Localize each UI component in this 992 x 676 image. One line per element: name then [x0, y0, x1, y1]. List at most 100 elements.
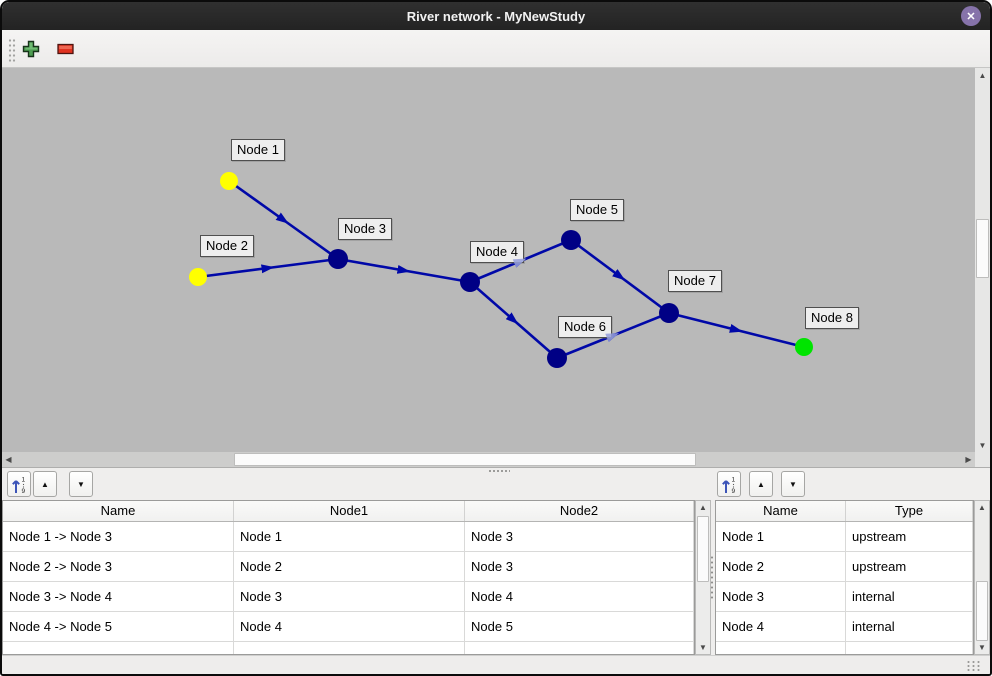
svg-text:9: 9: [732, 488, 736, 494]
table-cell[interactable]: Node 5: [465, 612, 694, 642]
node-label[interactable]: Node 4: [470, 241, 524, 263]
canvas-horizontal-scrollbar[interactable]: ◀ ▶: [2, 452, 975, 467]
table-cell[interactable]: internal: [846, 582, 973, 612]
add-link-button[interactable]: [18, 36, 44, 62]
table-cell[interactable]: Node 2 -> Node 3: [3, 552, 234, 582]
links-sort-button[interactable]: 1 9: [7, 471, 31, 497]
sort-ascending-icon: 1 9: [722, 476, 736, 494]
table-cell[interactable]: Node 3: [465, 522, 694, 552]
scroll-up-arrow-icon[interactable]: ▲: [975, 68, 990, 82]
network-node[interactable]: [328, 249, 348, 269]
remove-link-button[interactable]: [52, 36, 78, 62]
column-header-name[interactable]: Name: [3, 501, 234, 521]
links-scrollbar-thumb[interactable]: [697, 516, 709, 582]
vertical-scrollbar-thumb[interactable]: [976, 219, 989, 278]
nodes-sort-button[interactable]: 1 9: [717, 471, 741, 497]
scroll-down-arrow-icon[interactable]: ▼: [696, 641, 710, 654]
scroll-up-arrow-icon[interactable]: ▲: [696, 501, 710, 514]
table-cell[interactable]: Node 1: [234, 522, 465, 552]
plus-icon: [22, 40, 40, 58]
down-arrow-icon: ▼: [77, 479, 85, 489]
table-cell: [846, 642, 973, 654]
close-button[interactable]: ✕: [961, 6, 981, 26]
node-label[interactable]: Node 1: [231, 139, 285, 161]
column-header-type[interactable]: Type: [846, 501, 973, 521]
nodes-move-up-button[interactable]: ▲: [749, 471, 773, 497]
node-label[interactable]: Node 2: [200, 235, 254, 257]
canvas-vertical-scrollbar[interactable]: ▲ ▼: [975, 68, 990, 452]
network-node[interactable]: [460, 272, 480, 292]
table-cell[interactable]: Node 3: [465, 552, 694, 582]
table-cell[interactable]: Node 2: [234, 552, 465, 582]
table-cell[interactable]: Node 3: [716, 582, 846, 612]
horizontal-scrollbar-thumb[interactable]: [234, 453, 696, 466]
table-cell[interactable]: Node 3: [234, 582, 465, 612]
network-node[interactable]: [561, 230, 581, 250]
network-node[interactable]: [659, 303, 679, 323]
node-label[interactable]: Node 6: [558, 316, 612, 338]
tables-splitter-handle[interactable]: [710, 555, 715, 601]
table-cell[interactable]: Node 1 -> Node 3: [3, 522, 234, 552]
scroll-right-arrow-icon[interactable]: ▶: [962, 452, 975, 467]
scroll-up-arrow-icon[interactable]: ▲: [975, 501, 989, 514]
table-cell[interactable]: upstream: [846, 522, 973, 552]
up-arrow-icon: ▲: [41, 479, 49, 489]
network-node[interactable]: [547, 348, 567, 368]
svg-text:1: 1: [732, 476, 736, 483]
scroll-down-arrow-icon[interactable]: ▼: [975, 641, 989, 654]
table-cell[interactable]: Node 4: [234, 612, 465, 642]
column-header-node2[interactable]: Node2: [465, 501, 694, 521]
node-label[interactable]: Node 8: [805, 307, 859, 329]
close-icon: ✕: [966, 10, 976, 23]
window-resize-grip[interactable]: [966, 660, 982, 671]
table-cell[interactable]: Node 4: [465, 582, 694, 612]
river-edge[interactable]: [337, 257, 471, 284]
column-header-node1[interactable]: Node1: [234, 501, 465, 521]
table-cell[interactable]: Node 2: [716, 552, 846, 582]
network-node[interactable]: [795, 338, 813, 356]
table-cell[interactable]: internal: [846, 612, 973, 642]
river-edge[interactable]: [228, 179, 339, 261]
table-cell[interactable]: upstream: [846, 552, 973, 582]
links-table-scrollbar[interactable]: ▲ ▼: [695, 500, 711, 655]
splitter-handle-dots[interactable]: [488, 469, 510, 473]
scroll-down-arrow-icon[interactable]: ▼: [975, 438, 990, 452]
node-label[interactable]: Node 3: [338, 218, 392, 240]
svg-text:1: 1: [22, 476, 26, 483]
column-header-name[interactable]: Name: [716, 501, 846, 521]
table-cell[interactable]: Node 4: [716, 612, 846, 642]
river-edge[interactable]: [668, 311, 805, 349]
nodes-table-scrollbar[interactable]: ▲ ▼: [974, 500, 990, 655]
river-edge[interactable]: [570, 238, 670, 315]
toolbar-grip-handle[interactable]: [8, 38, 16, 62]
table-row-partial: [716, 642, 973, 654]
node-label[interactable]: Node 5: [570, 199, 624, 221]
minus-icon: [56, 43, 74, 55]
network-node[interactable]: [220, 172, 238, 190]
nodes-move-down-button[interactable]: ▼: [781, 471, 805, 497]
river-network-canvas[interactable]: Node 1 Node 2 Node 3 Node 4 Node 5 Node 6 Node…: [2, 68, 975, 452]
scroll-left-arrow-icon[interactable]: ◀: [2, 452, 15, 467]
main-toolbar: [2, 30, 990, 68]
links-move-up-button[interactable]: ▲: [33, 471, 57, 497]
node-label[interactable]: Node 7: [668, 270, 722, 292]
river-edge[interactable]: [469, 281, 558, 359]
table-cell: [234, 642, 465, 654]
table-cell: [465, 642, 694, 654]
links-move-down-button[interactable]: ▼: [69, 471, 93, 497]
table-cell[interactable]: Node 1: [716, 522, 846, 552]
river-edge[interactable]: [197, 257, 339, 279]
table-cell[interactable]: Node 4 -> Node 5: [3, 612, 234, 642]
nodes-scrollbar-thumb[interactable]: [976, 581, 988, 641]
network-node[interactable]: [189, 268, 207, 286]
table-cell[interactable]: Node 3 -> Node 4: [3, 582, 234, 612]
